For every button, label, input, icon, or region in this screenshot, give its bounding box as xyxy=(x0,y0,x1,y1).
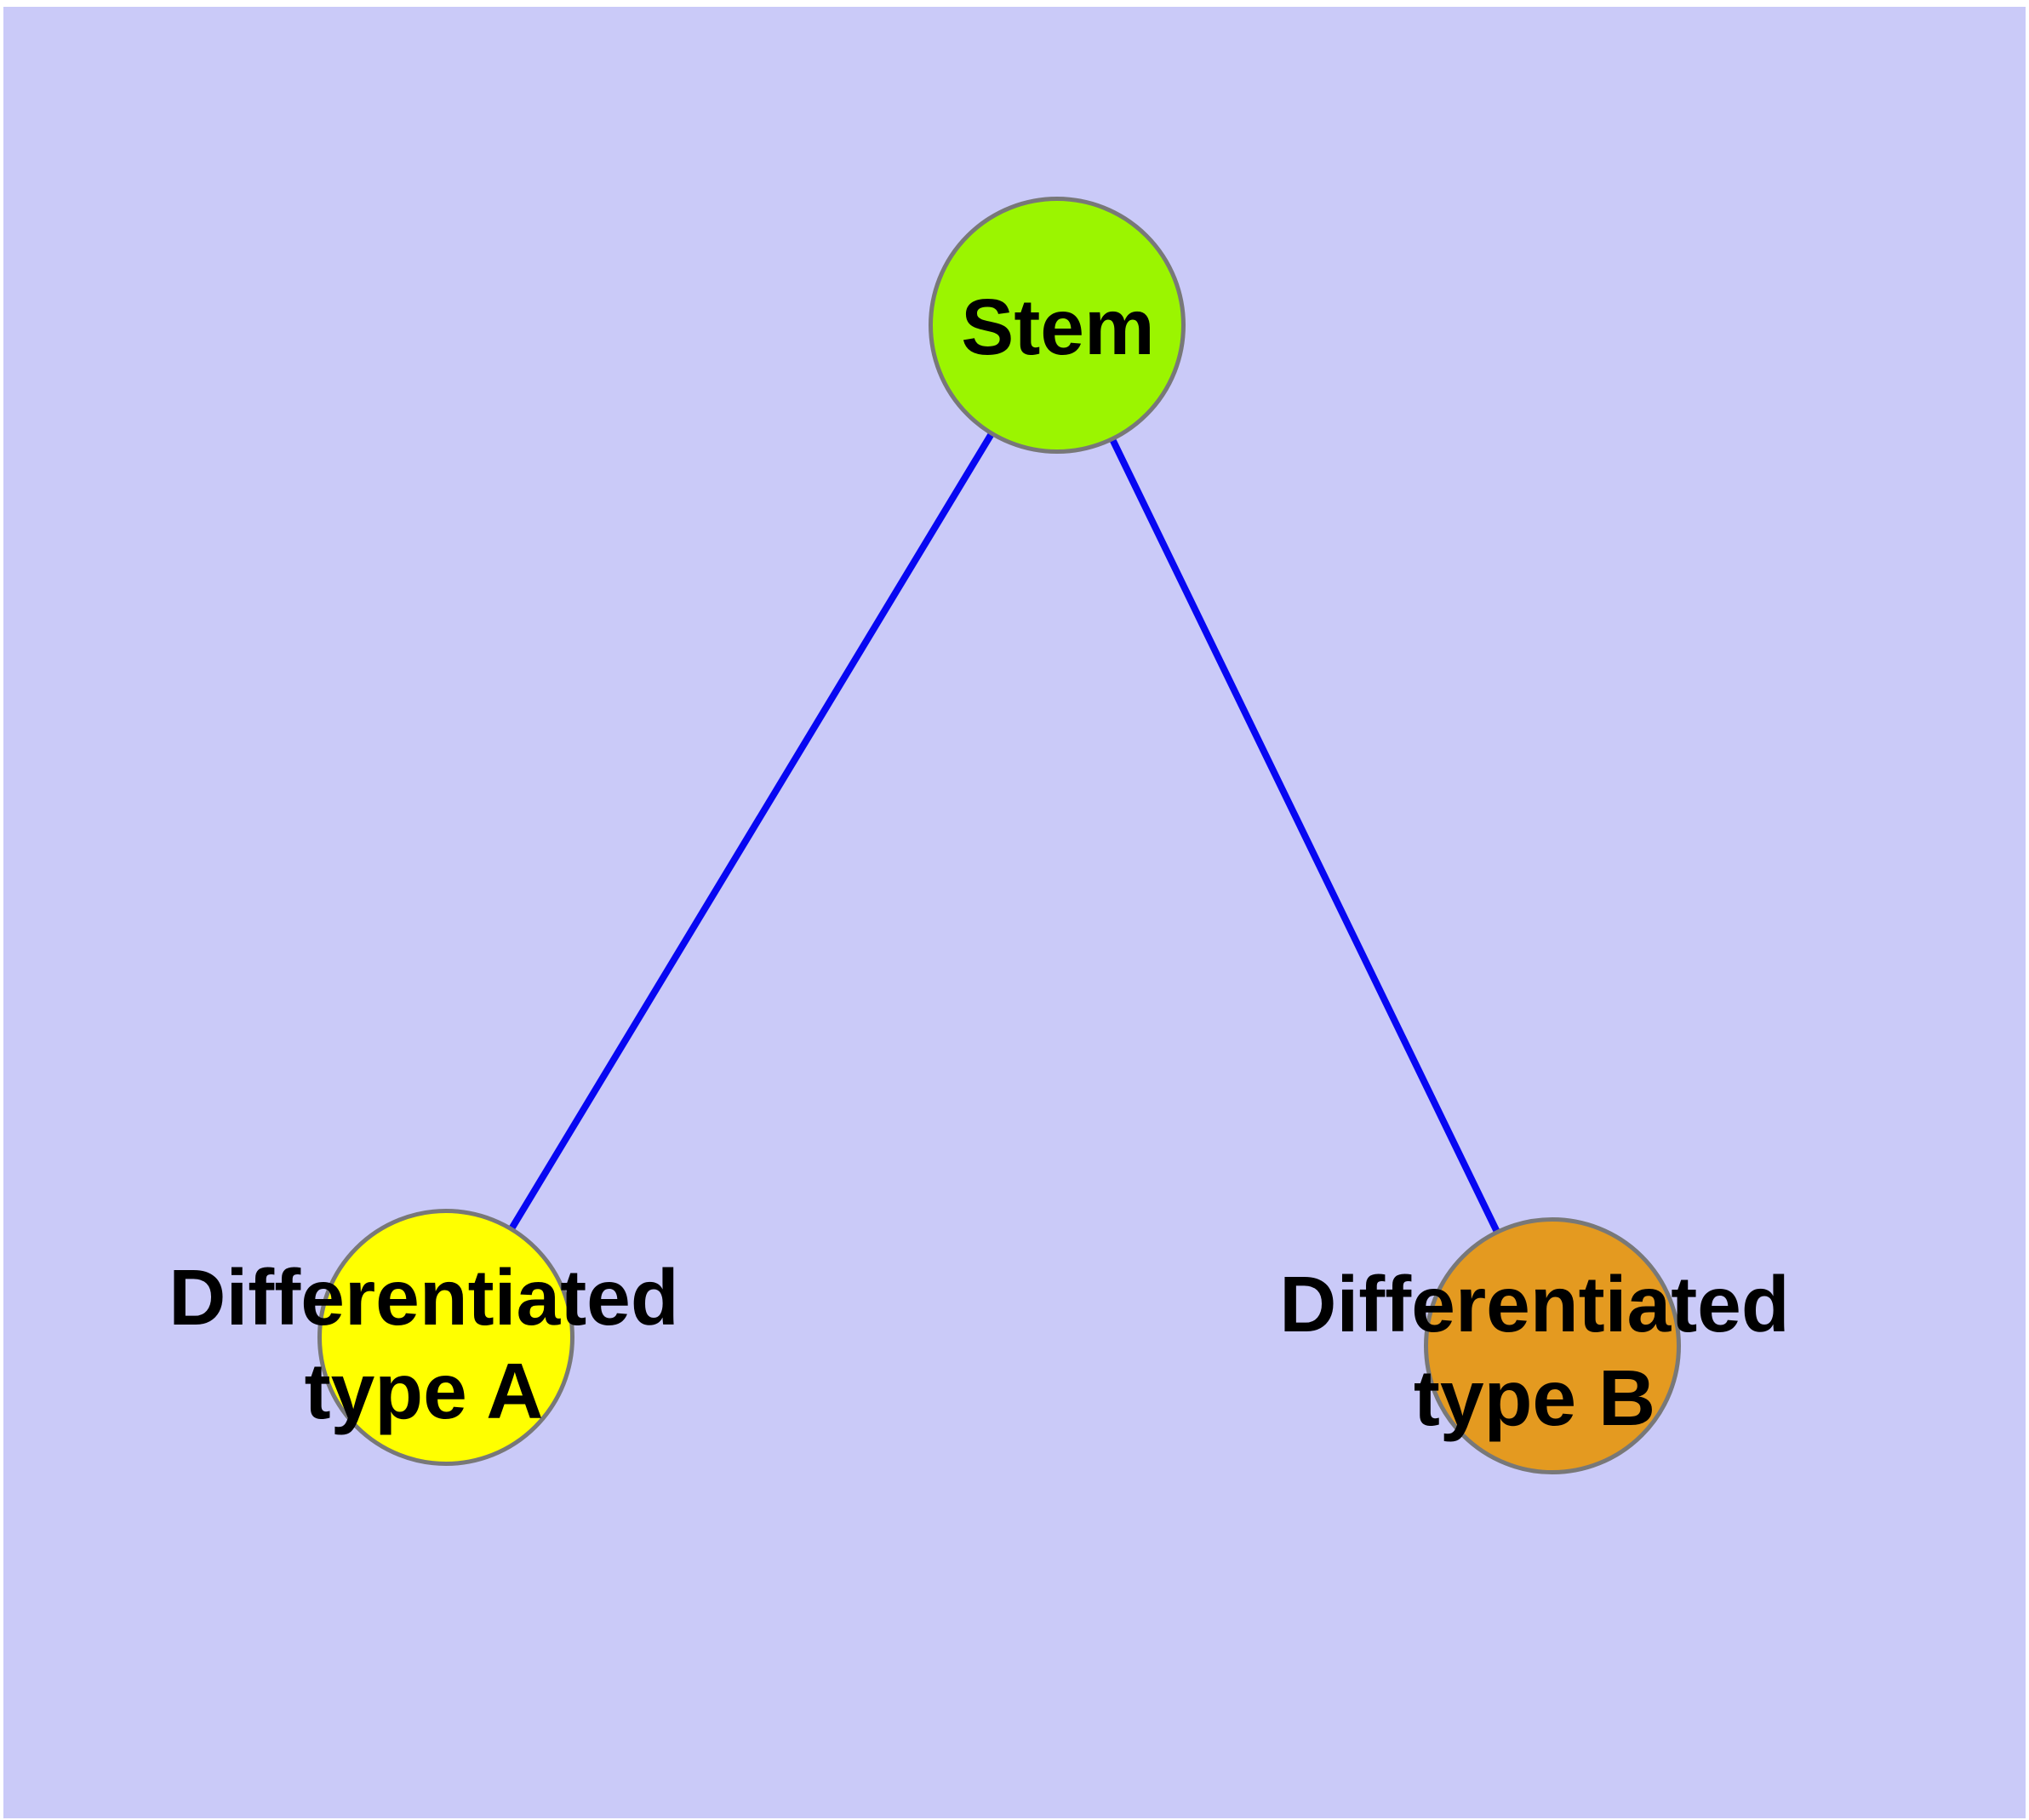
node-stem[interactable] xyxy=(929,197,1186,454)
diagram-canvas: Stem Differentiated type A Differentiate… xyxy=(3,7,2026,1818)
edge-stem-to-type-b xyxy=(1054,323,1556,1348)
node-differentiated-type-b[interactable] xyxy=(1424,1217,1681,1474)
edge-stem-to-type-a xyxy=(443,323,1060,1340)
node-differentiated-type-a[interactable] xyxy=(317,1209,574,1466)
